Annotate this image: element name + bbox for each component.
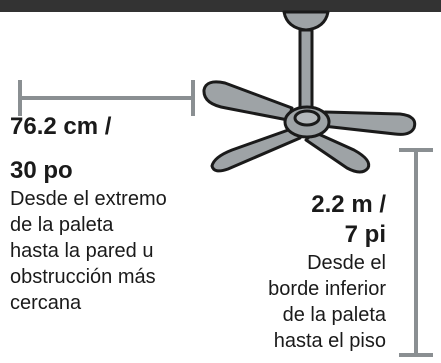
fan-blade-lower-right	[304, 130, 371, 174]
wall-clearance-description-line: obstrucción más	[10, 266, 156, 288]
floor-clearance-description-line: hasta el piso	[273, 330, 386, 352]
wall-clearance-description-line: hasta la pared u	[10, 240, 154, 262]
fan-blade-lower-left	[210, 126, 302, 173]
fan-canopy	[282, 10, 330, 32]
floor-clearance-dimension	[399, 148, 433, 357]
floor-clearance-description-line: borde inferior	[268, 278, 386, 300]
wall-clearance-label: 76.2 cm / 30 po Desde el extremo de la p…	[10, 112, 220, 316]
wall-clearance-description-line: cercana	[10, 292, 82, 314]
fan-motor-cap	[293, 109, 321, 127]
wall-clearance-dimension	[18, 80, 195, 116]
fan-blade-left	[202, 80, 294, 122]
wall-clearance-measure-line2: 30 po	[10, 157, 73, 184]
wall-clearance-description-line: Desde el extremo	[10, 188, 167, 210]
floor-clearance-label: 2.2 m / 7 pi Desde el borde inferior de …	[236, 190, 386, 354]
ceiling-fan-icon	[202, 10, 417, 174]
floor-clearance-description-line: Desde el	[307, 252, 386, 274]
floor-clearance-measure-line2: 7 pi	[344, 221, 386, 248]
wall-clearance-measure-line1: 76.2 cm /	[10, 113, 112, 140]
floor-clearance-measure-line1: 2.2 m /	[311, 191, 386, 218]
fan-blade-right	[321, 110, 417, 136]
wall-clearance-description-line: de la paleta	[10, 214, 114, 236]
floor-clearance-description-line: de la paleta	[282, 304, 386, 326]
ceiling-bar	[0, 0, 441, 12]
fan-downrod	[298, 28, 314, 110]
